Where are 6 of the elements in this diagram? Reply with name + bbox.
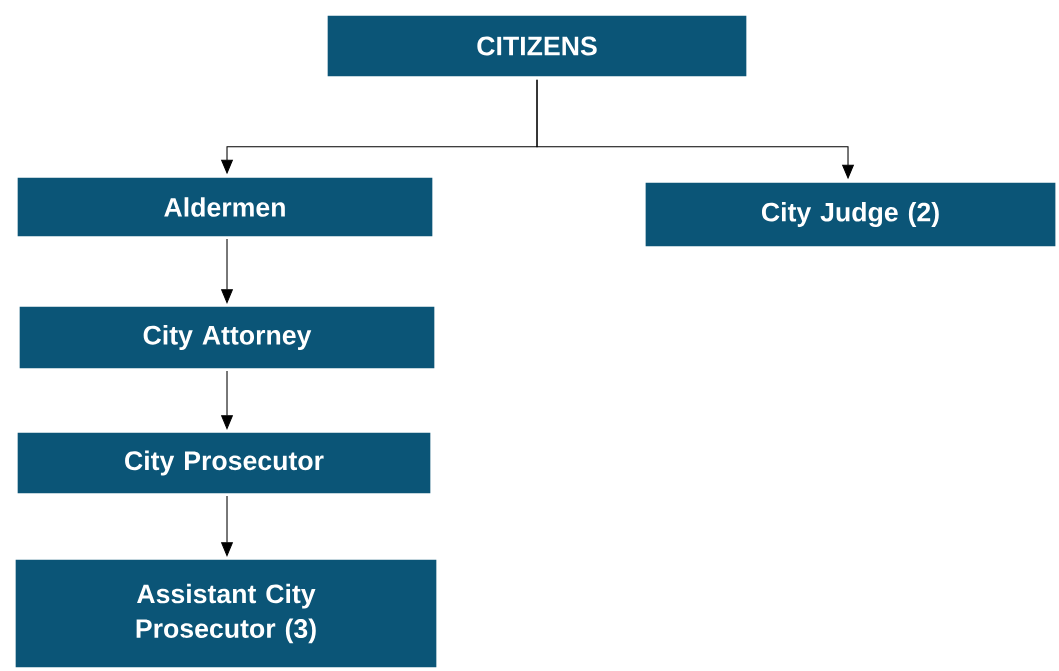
org-box: City Judge (2) <box>642 179 1059 250</box>
org-box: CITIZENS <box>324 12 750 80</box>
org-box: Assistant City Prosecutor (3) <box>12 556 440 671</box>
org-box: Aldermen <box>14 174 436 240</box>
org-box: City Attorney <box>16 303 438 372</box>
org-box: City Prosecutor <box>14 429 434 497</box>
